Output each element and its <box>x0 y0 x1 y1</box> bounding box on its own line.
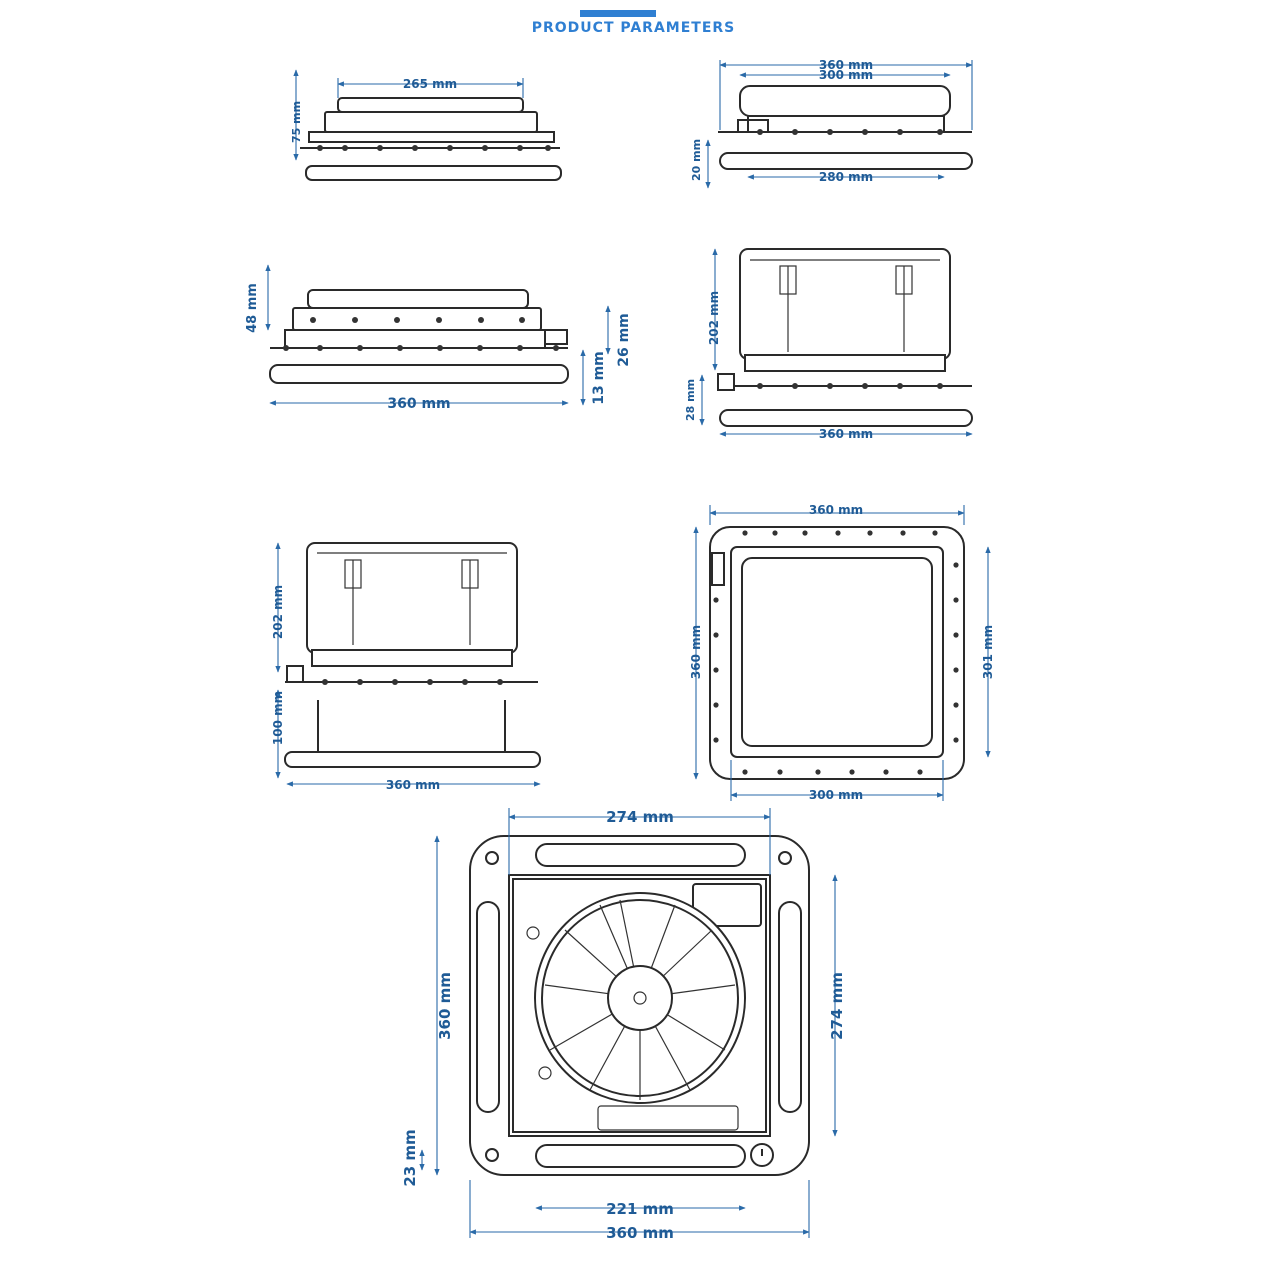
dim-360-d: 360 mm <box>386 778 440 792</box>
dim-75: 75 mm <box>290 101 303 143</box>
dim-360-b: 360 mm <box>387 396 450 412</box>
dim-360-g: 360 mm <box>436 972 454 1040</box>
dim-274-a: 274 mm <box>606 808 674 826</box>
dim-221: 221 mm <box>606 1200 674 1218</box>
dim-265: 265 mm <box>403 77 457 91</box>
dim-26: 26 mm <box>616 313 632 367</box>
view-front-closed: 265 mm 75 mm <box>290 69 562 181</box>
dim-20: 20 mm <box>690 139 703 181</box>
view-side-closed: 360 mm 300 mm 280 mm 20 mm <box>690 58 973 189</box>
view-front-vented: 48 mm 26 mm 13 mm 360 mm <box>245 264 632 412</box>
view-bottom-fan: 274 mm 360 mm 274 mm 23 mm 221 mm 360 mm <box>401 808 846 1242</box>
power-button-icon <box>750 1143 774 1167</box>
dim-300-b: 300 mm <box>809 788 863 802</box>
fan-icon <box>534 892 746 1104</box>
dim-48: 48 mm <box>245 283 260 333</box>
dim-360-f: 360 mm <box>689 625 703 679</box>
dim-360-e: 360 mm <box>809 503 863 517</box>
dim-202-b: 202 mm <box>271 585 285 639</box>
dim-280: 280 mm <box>819 170 873 184</box>
dim-360-c: 360 mm <box>819 427 873 441</box>
page-title: PRODUCT PARAMETERS <box>531 20 736 36</box>
dim-360-a: 360 mm <box>819 58 873 72</box>
view-side-open-extended: 202 mm 100 mm 360 mm <box>271 542 541 792</box>
view-side-open: 202 mm 28 mm 360 mm <box>684 248 973 441</box>
dim-274-b: 274 mm <box>828 972 846 1040</box>
dim-360-h: 360 mm <box>606 1224 674 1242</box>
view-top: 360 mm 360 mm 301 mm 300 mm <box>689 503 995 802</box>
dim-100: 100 mm <box>271 691 285 745</box>
dim-300-a: 300 mm <box>819 68 873 82</box>
dim-13: 13 mm <box>591 351 607 405</box>
dim-202-a: 202 mm <box>707 291 721 345</box>
header-accent-bar <box>580 10 656 17</box>
dim-23: 23 mm <box>401 1129 419 1186</box>
dim-28: 28 mm <box>684 379 697 421</box>
dim-301: 301 mm <box>981 625 995 679</box>
